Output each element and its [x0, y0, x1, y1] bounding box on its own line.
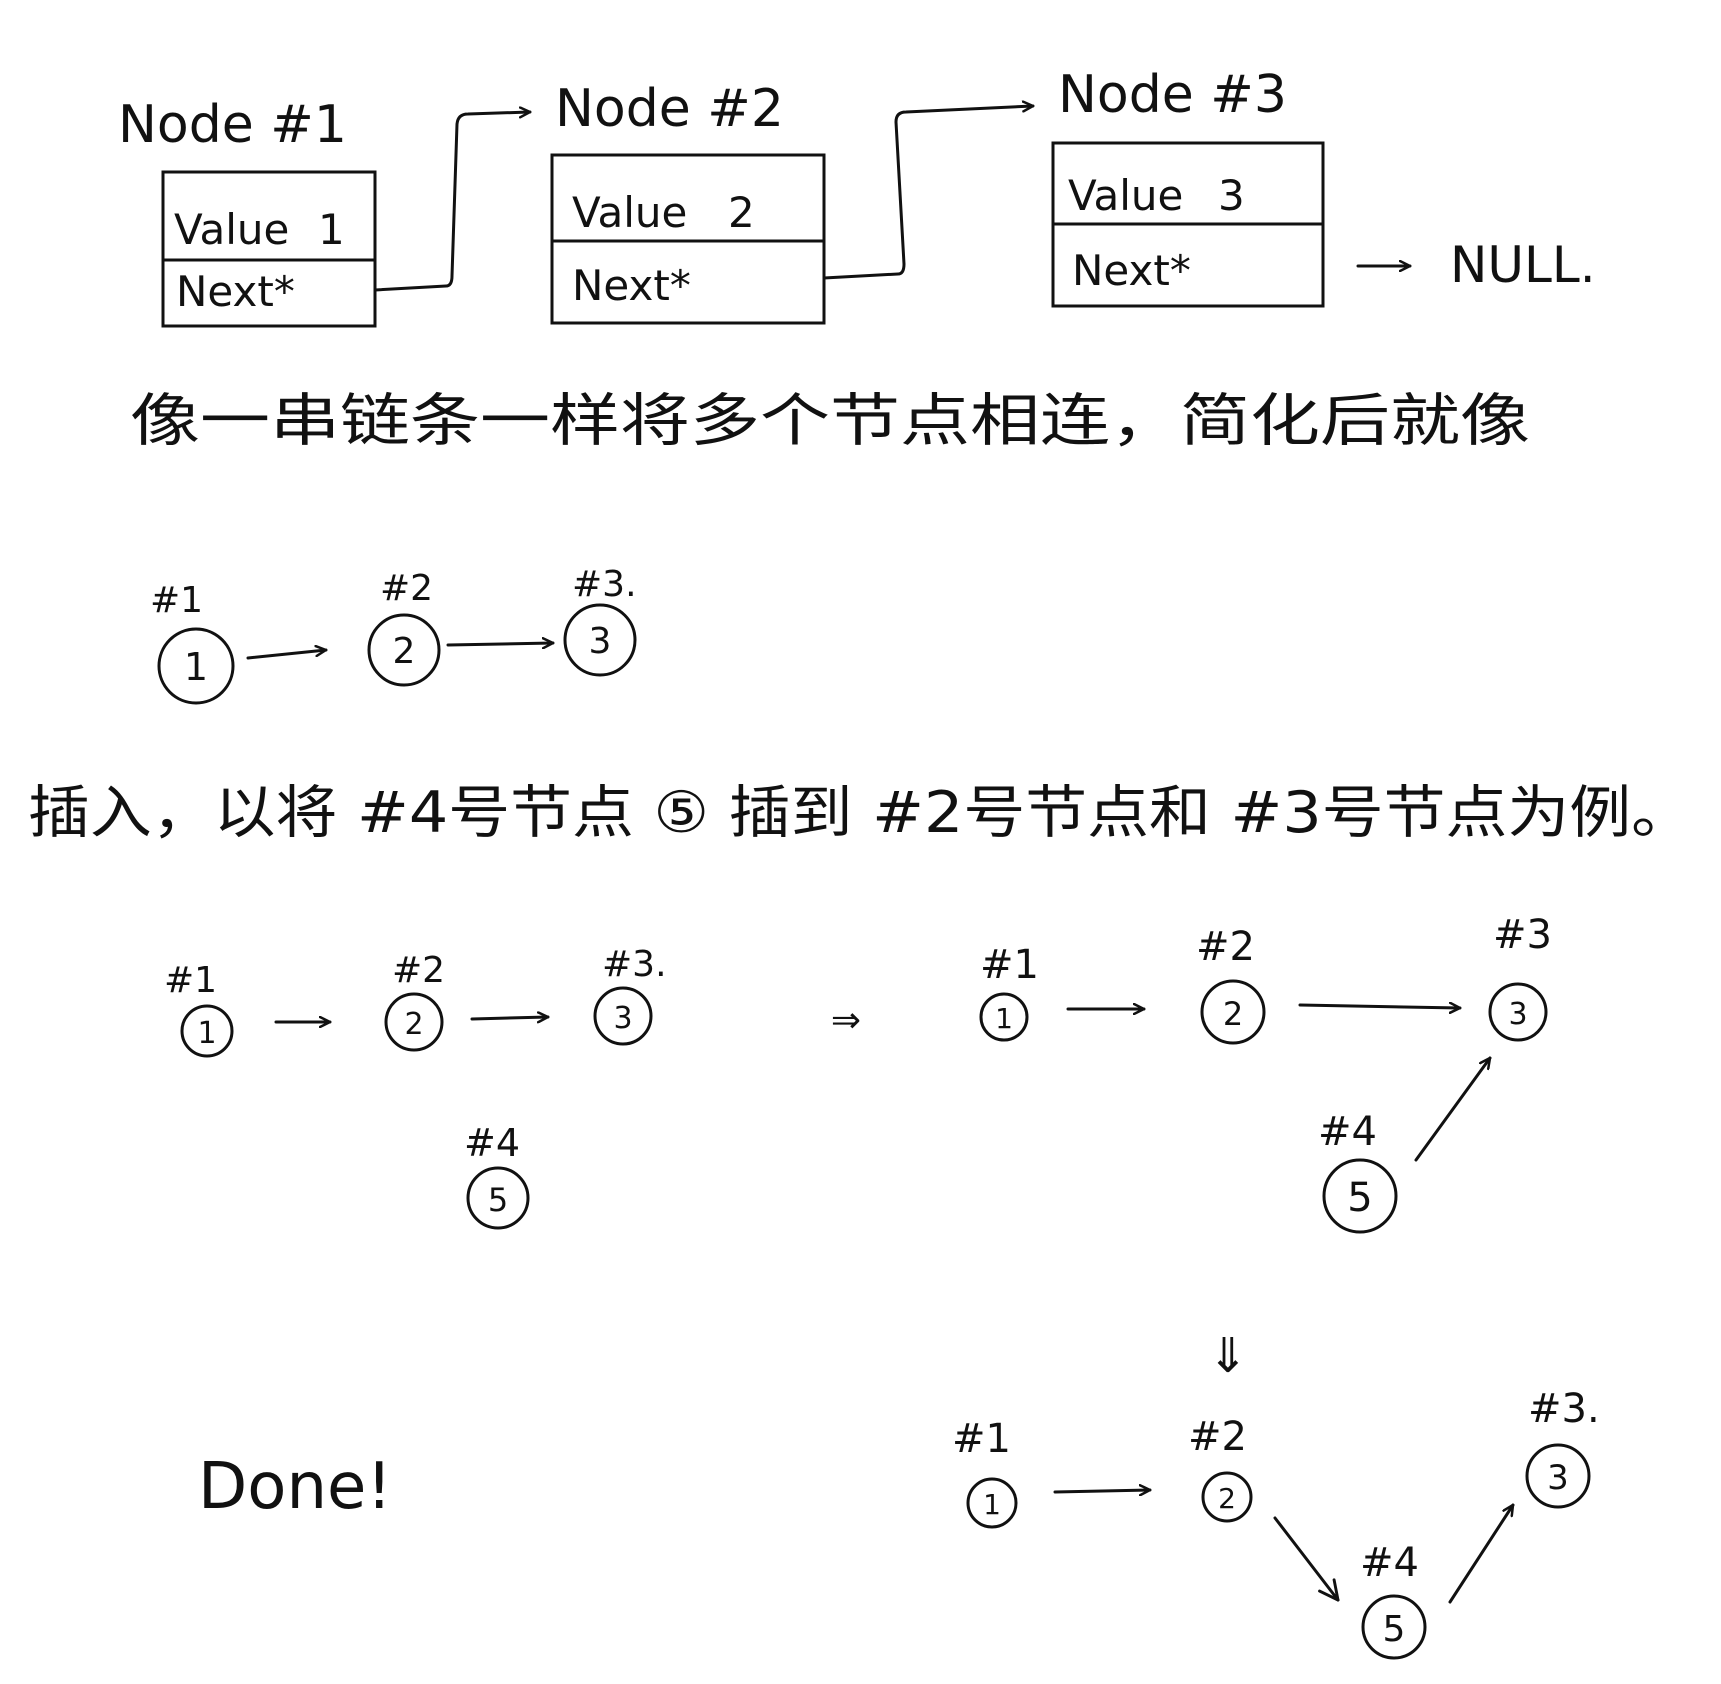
- after-node-1-value: 1: [983, 1488, 1001, 1521]
- step-node-4-tag: #4: [1318, 1109, 1377, 1155]
- sentence-simplify: 像一串链条一样将多个节点相连，简化后就像: [130, 388, 1530, 454]
- after-node-4-value: 5: [1383, 1609, 1406, 1650]
- step-node-2-circle: [1200, 979, 1266, 1045]
- step-node-3-value: 3: [1508, 997, 1527, 1032]
- null-label: NULL.: [1450, 236, 1596, 294]
- step-node-2: #2 2: [1196, 924, 1266, 1045]
- before-node-1-circle: [180, 1004, 234, 1058]
- before-node-1-tag: #1: [164, 960, 217, 1001]
- struct-node-1-box: [161, 170, 377, 328]
- after-node-3-tag: #3.: [1528, 1386, 1600, 1432]
- step-node-1-tag: #1: [980, 942, 1039, 988]
- after-node-2-tag: #2: [1188, 1414, 1247, 1460]
- before-node-2-circle: [384, 992, 444, 1052]
- after-node-4: #4 5: [1360, 1540, 1427, 1660]
- step-node-3: #3 3: [1488, 912, 1552, 1042]
- before-node-4-value: 5: [488, 1181, 508, 1219]
- simple-node-2-value: 2: [393, 631, 416, 672]
- after-node-2-value: 2: [1218, 1482, 1236, 1515]
- simple-node-3: #3. 3: [563, 564, 637, 677]
- after-node-4-circle: [1361, 1594, 1427, 1660]
- after-node-4-tag: #4: [1360, 1540, 1419, 1586]
- after-arrow-1-2: [1053, 1490, 1152, 1492]
- insert-before: #1 1 #2 2 #3. 3 #4 5: [164, 944, 667, 1230]
- simple-node-1-circle: [157, 627, 235, 705]
- before-node-2-tag: #2: [392, 950, 445, 991]
- simple-node-2-tag: #2: [380, 568, 433, 609]
- simple-node-3-tag: #3.: [572, 564, 637, 605]
- simple-node-2-circle: [367, 613, 441, 687]
- struct-node-3-next-label: Next*: [1072, 246, 1191, 295]
- simple-node-2: #2 2: [367, 568, 441, 687]
- before-node-4-tag: #4: [464, 1121, 520, 1165]
- before-node-1-value: 1: [197, 1016, 216, 1051]
- after-arrow-2-4: [1273, 1516, 1340, 1602]
- simple-node-3-circle: [563, 603, 637, 677]
- transition-arrow: ⇒: [831, 1000, 861, 1041]
- simple-chain: #1 1 #2 2 #3. 3: [150, 564, 637, 705]
- step-arrow-4-3: [1414, 1056, 1492, 1162]
- before-node-2: #2 2: [384, 950, 445, 1052]
- after-node-1: #1 1: [952, 1416, 1018, 1529]
- simple-node-1: #1 1: [150, 580, 235, 705]
- step-node-1-circle: [979, 992, 1029, 1042]
- step-arrow-2-3: [1298, 1005, 1462, 1008]
- after-node-2-circle: [1201, 1471, 1253, 1523]
- step-node-1: #1 1: [979, 942, 1039, 1042]
- simple-arrow-2-3: [446, 643, 555, 645]
- struct-node-2-value: 2: [728, 188, 755, 237]
- after-node-3-circle: [1525, 1443, 1591, 1509]
- struct-node-2-box: [550, 153, 826, 325]
- after-node-3-value: 3: [1547, 1458, 1569, 1498]
- struct-node-2: Node #2 Value 2 Next*: [550, 79, 826, 325]
- struct-node-1-value-label: Value: [174, 205, 289, 254]
- simple-node-3-value: 3: [589, 621, 612, 662]
- struct-node-1-value: 1: [318, 205, 345, 254]
- struct-node-2-title: Node #2: [555, 79, 784, 139]
- before-node-1: #1 1: [164, 960, 234, 1058]
- struct-node-1-next-label: Next*: [176, 267, 295, 316]
- simple-node-1-tag: #1: [150, 580, 203, 621]
- after-node-1-circle: [966, 1477, 1018, 1529]
- done-label: Done!: [198, 1450, 392, 1524]
- step-node-4: #4 5: [1318, 1109, 1398, 1234]
- step-node-1-value: 1: [995, 1002, 1013, 1035]
- struct-node-1: Node #1 Value 1 Next*: [118, 95, 377, 328]
- before-node-3-tag: #3.: [602, 944, 667, 985]
- struct-pointer-2-to-3: [822, 106, 1035, 280]
- step-node-2-value: 2: [1223, 995, 1243, 1033]
- struct-pointer-1-to-2: [373, 112, 532, 292]
- down-arrow: ⇓: [1208, 1328, 1248, 1384]
- step-node-2-tag: #2: [1196, 924, 1255, 970]
- after-node-2: #2 2: [1188, 1414, 1253, 1523]
- insert-step: #1 1 #2 2 #3 3 #4 5: [979, 912, 1552, 1234]
- struct-node-1-title: Node #1: [118, 95, 347, 155]
- struct-node-2-next-label: Next*: [572, 261, 691, 310]
- insert-after: #1 1 #2 2 #4 5 #3. 3: [952, 1386, 1600, 1660]
- before-node-4: #4 5: [464, 1121, 530, 1230]
- struct-node-2-value-label: Value: [572, 188, 687, 237]
- simple-arrow-1-2: [246, 650, 328, 660]
- after-arrow-4-3: [1448, 1503, 1515, 1604]
- step-node-4-circle: [1322, 1158, 1398, 1234]
- before-node-4-circle: [466, 1166, 530, 1230]
- struct-node-3-title: Node #3: [1058, 65, 1287, 125]
- struct-node-3: Node #3 Value 3 Next*: [1051, 65, 1325, 308]
- step-node-4-value: 5: [1347, 1175, 1372, 1221]
- struct-node-3-value-label: Value: [1068, 171, 1183, 220]
- struct-node-3-value: 3: [1218, 171, 1245, 220]
- before-node-3-value: 3: [613, 1001, 632, 1036]
- before-node-3: #3. 3: [593, 944, 667, 1046]
- simple-node-1-value: 1: [184, 645, 208, 689]
- sentence-insert: 插入，以将 #4号节点 ⑤ 插到 #2号节点和 #3号节点为例。: [28, 780, 1693, 846]
- step-node-3-circle: [1488, 982, 1548, 1042]
- before-arrow-2-3: [470, 1017, 550, 1019]
- after-node-1-tag: #1: [952, 1416, 1011, 1462]
- before-node-3-circle: [593, 986, 653, 1046]
- after-node-3: #3. 3: [1525, 1386, 1600, 1509]
- before-node-2-value: 2: [404, 1007, 423, 1042]
- step-node-3-tag: #3: [1493, 912, 1552, 958]
